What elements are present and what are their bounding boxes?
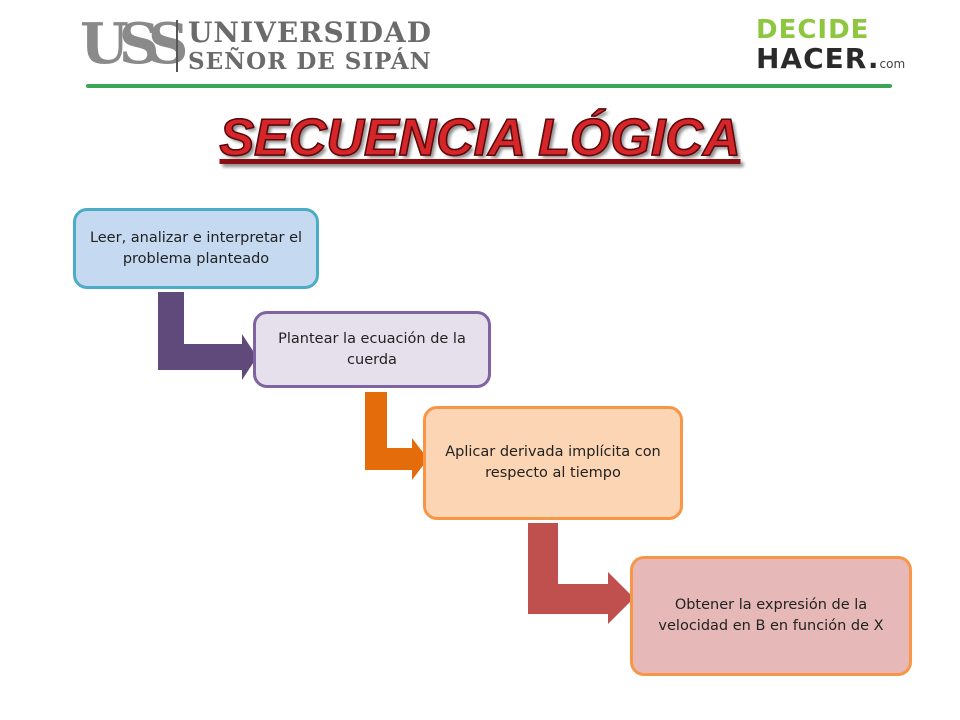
uss-logo-mark: USS — [80, 11, 188, 77]
decide-hacer-logo: DECIDE HACER.com — [756, 15, 905, 76]
step-2-text: Plantear la ecuación de la cuerda — [278, 330, 466, 368]
step-2-box: Plantear la ecuación de la cuerda — [253, 311, 491, 388]
decide-logo-line2: HACER.com — [756, 44, 905, 79]
decide-logo-line1: DECIDE — [756, 15, 870, 45]
step-3-text: Aplicar derivada implícita con respecto … — [445, 444, 661, 481]
bent-arrow-2 — [365, 392, 428, 480]
header-divider — [86, 84, 892, 88]
decide-logo-suffix: com — [879, 57, 906, 71]
step-4-text: Obtener la expresión de la velocidad en … — [658, 597, 884, 634]
header: USS UNIVERSIDAD SEÑOR DE SIPÁN DECIDE HA… — [0, 0, 960, 92]
university-name-line2: SEÑOR DE SIPÁN — [188, 48, 432, 75]
step-1-box: Leer, analizar e interpretar el problema… — [73, 208, 319, 289]
logo-divider — [176, 20, 178, 72]
step-3-box: Aplicar derivada implícita con respecto … — [423, 406, 683, 520]
slide-title: SECUENCIA LÓGICA — [219, 108, 742, 168]
decide-logo-hacer: HACER. — [756, 42, 880, 75]
step-1-text: Leer, analizar e interpretar el problema… — [89, 229, 303, 267]
university-name-line1: UNIVERSIDAD — [188, 16, 433, 49]
bent-arrow-1 — [158, 292, 257, 380]
uss-logo: USS UNIVERSIDAD SEÑOR DE SIPÁN — [80, 11, 431, 78]
step-4-box: Obtener la expresión de la velocidad en … — [630, 556, 912, 676]
bent-arrow-3 — [528, 523, 634, 624]
